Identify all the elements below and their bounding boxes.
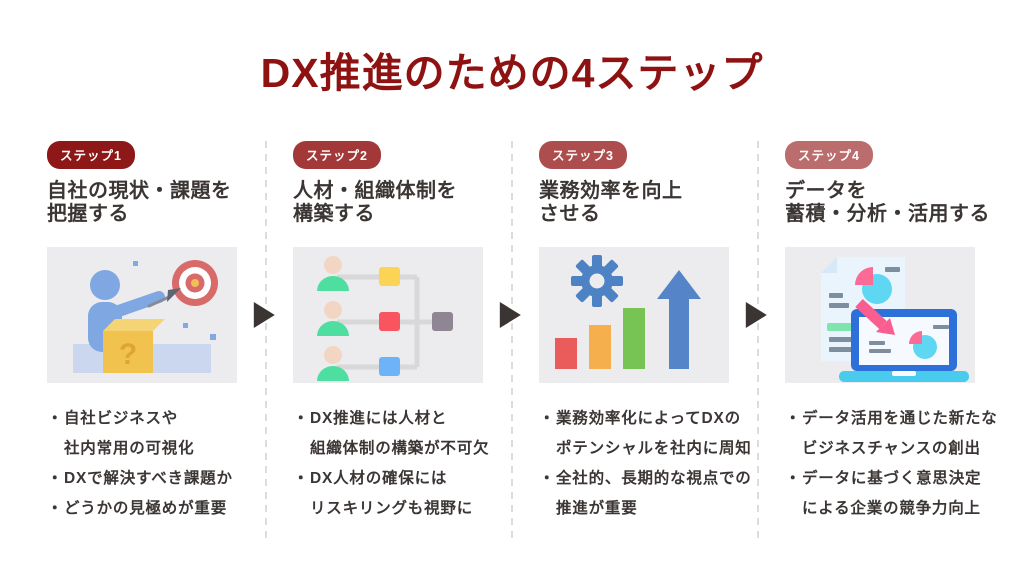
bullet-marker: ・ [539,410,556,428]
bullet-line: ・業務効率化によってDXの [539,404,740,434]
bullet-text: 業務効率化によってDXの [556,410,741,428]
bullet-text: DX推進には人材と [310,410,448,428]
step-title-line: 蓄積・分析・活用する [785,203,990,226]
bullet-line: ・データに基づく意思決定 [785,464,981,494]
step-column-3: ステップ3 業務効率を向上 させる [539,141,751,524]
page-title: DX推進のための4ステップ [260,50,764,96]
bullet-text: 推進が重要 [556,500,638,518]
bullet-line: による企業の競争力向上 [785,494,980,524]
data-analysis-icon [821,257,969,383]
bullet-line: 推進が重要 [539,494,731,524]
growth-chart-icon [555,255,701,370]
bullet-text: DX人材の確保には [310,470,448,488]
bullet-list: ・自社ビジネスや社内常用の可視化・DXで解決すべき課題か・どうかの見極めが重要 [47,404,239,524]
step-title-line: 人材・組織体制を [293,180,457,203]
dashed-divider [757,141,759,544]
illustration-box [539,247,729,384]
svg-text:?: ? [119,338,137,371]
step-badge: ステップ2 [293,141,381,170]
step-badge: ステップ4 [785,141,873,170]
dashed-divider [265,141,267,544]
right-arrow-icon [499,302,521,329]
step-title-line: させる [539,203,601,226]
illustration-box: ? [47,247,237,384]
step-title-line: 自社の現状・課題を [47,180,232,203]
dashed-divider [511,141,513,544]
step-title: データを 蓄積・分析・活用する [785,180,990,226]
step-title-line: データを [785,180,867,203]
bullet-marker: ・ [539,470,556,488]
illustration-box [785,247,975,384]
bullet-line: ・全社的、長期的な視点での [539,464,751,494]
bullet-text: データ活用を通じた新たな [802,410,998,428]
step-column-4: ステップ4 データを 蓄積・分析・活用する [785,141,997,524]
bullet-list: ・業務効率化によってDXのポテンシャルを社内に周知・全社的、長期的な視点での推進… [539,404,751,524]
step-separator [731,141,785,544]
illustration-box [293,247,483,384]
bullet-line: ビジネスチャンスの創出 [785,434,980,464]
step-title-line: 業務効率を向上 [539,180,683,203]
bullet-line: ・DXで解決すべき課題か [47,464,239,494]
step-title-line: 把握する [47,203,129,226]
step-column-1: ステップ1 自社の現状・課題を 把握する [47,141,239,524]
step-title: 業務効率を向上 させる [539,180,731,226]
bullet-text: ビジネスチャンスの創出 [802,440,981,458]
steps-row: ステップ1 自社の現状・課題を 把握する [0,141,1024,544]
bullet-text: 自社ビジネスや [64,410,179,428]
bullet-text: データに基づく意思決定 [802,470,982,488]
step-separator [485,141,539,544]
bullet-text: 全社的、長期的な視点での [556,470,752,488]
bullet-list: ・データ活用を通じた新たなビジネスチャンスの創出・データに基づく意思決定による企… [785,404,997,524]
bullet-marker: ・ [785,410,802,428]
step-title: 自社の現状・課題を 把握する [47,180,239,226]
bullet-text: どうかの見極めが重要 [64,500,228,518]
bullet-marker: ・ [293,470,310,488]
step-column-2: ステップ2 人材・組織体制を 構築する [293,141,489,524]
bullet-marker: ・ [47,500,64,518]
bullet-line: リスキリングも視野に [293,494,485,524]
step-title: 人材・組織体制を 構築する [293,180,485,226]
bullet-line: 社内常用の可視化 [47,434,239,464]
bullet-text: による企業の競争力向上 [802,500,981,518]
bullet-text: 社内常用の可視化 [64,440,195,458]
bullet-line: ・自社ビジネスや [47,404,239,434]
bullet-marker: ・ [785,470,802,488]
right-arrow-icon [253,302,275,329]
step-badge: ステップ3 [539,141,627,170]
bullet-text: DXで解決すべき課題か [64,470,233,488]
right-arrow-icon [745,302,767,329]
bullet-marker: ・ [47,410,64,428]
step-separator [239,141,293,544]
bullet-text: リスキリングも視野に [310,500,474,518]
bullet-line: 組織体制の構築が不可欠 [293,434,489,464]
bullet-marker: ・ [47,470,64,488]
org-chart-icon [317,256,453,382]
bullet-text: ポテンシャルを社内に周知 [556,440,752,458]
step-title-line: 構築する [293,203,375,226]
bullet-line: ・DX推進には人材と [293,404,485,434]
bullet-text: 組織体制の構築が不可欠 [310,440,490,458]
step-badge: ステップ1 [47,141,135,170]
bullet-line: ・DX人材の確保には [293,464,485,494]
bullet-line: ポテンシャルを社内に周知 [539,434,751,464]
bullet-list: ・DX推進には人材と組織体制の構築が不可欠・DX人材の確保にはリスキリングも視野… [293,404,489,524]
bullet-marker: ・ [293,410,310,428]
bullet-line: ・データ活用を通じた新たな [785,404,997,434]
dart-target-icon: ? [73,260,218,374]
bullet-line: ・どうかの見極めが重要 [47,494,239,524]
